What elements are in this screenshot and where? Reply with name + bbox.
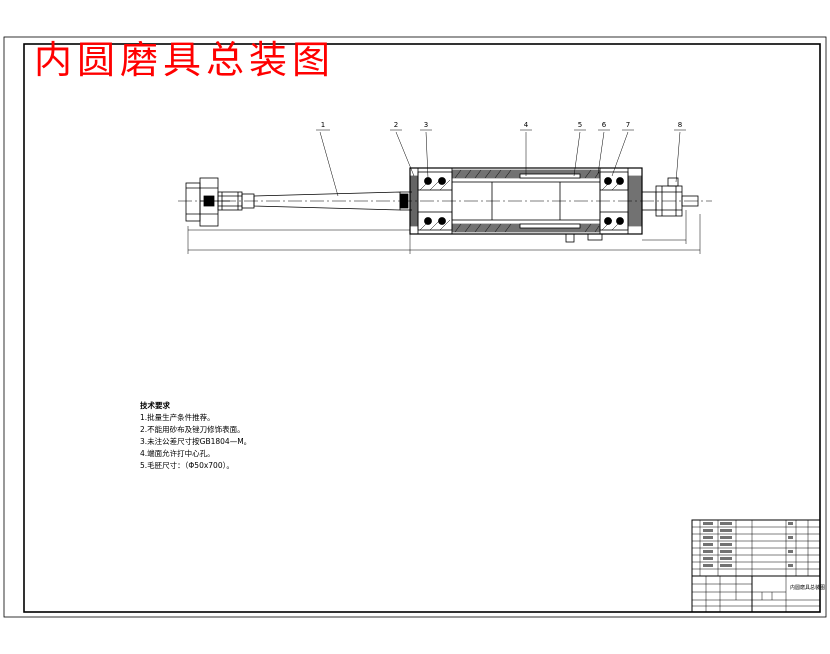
- inner-border: [23, 43, 821, 613]
- balloon-3: 3: [424, 121, 428, 129]
- assembly-view: 1 2 3 4 5 6 7 8: [178, 121, 712, 254]
- spindle-end-part: [641, 177, 699, 217]
- connector-part: [217, 191, 255, 211]
- note-item-2: 2.不能用砂布及锉刀修饰表面。: [140, 425, 245, 434]
- balloon-6: 6: [602, 121, 607, 129]
- technical-requirements: 技术要求 1.批量生产条件推荐。 2.不能用砂布及锉刀修饰表面。 3.未注公差尺…: [140, 400, 251, 472]
- notes-heading: 技术要求: [140, 401, 170, 410]
- balloon-4: 4: [524, 121, 529, 129]
- chuck-part: [185, 177, 230, 227]
- balloon-8: 8: [678, 121, 682, 129]
- shaft-part: [253, 191, 412, 211]
- note-item-1: 1.批量生产条件推荐。: [140, 413, 215, 422]
- title-block-name: 内圆磨具总装图: [790, 585, 826, 591]
- drawing-title: 内圆磨具总装图: [34, 38, 336, 82]
- note-item-5: 5.毛胚尺寸：（Φ50x700）。: [140, 461, 234, 470]
- dimension-lines: [187, 210, 701, 254]
- balloon-7: 7: [626, 121, 630, 129]
- outer-border: [3, 36, 827, 618]
- balloon-5: 5: [578, 121, 582, 129]
- left-bearing-part: [409, 171, 453, 231]
- leader-lines: [316, 129, 686, 197]
- balloon-numbers: 1 2 3 4 5 6 7 8: [321, 121, 682, 129]
- balloon-2: 2: [394, 121, 398, 129]
- note-item-4: 4.端面允许打中心孔。: [140, 449, 215, 458]
- title-block: [691, 519, 821, 613]
- note-item-3: 3.未注公差尺寸按GB1804—M。: [140, 437, 252, 446]
- balloon-1: 1: [321, 121, 325, 129]
